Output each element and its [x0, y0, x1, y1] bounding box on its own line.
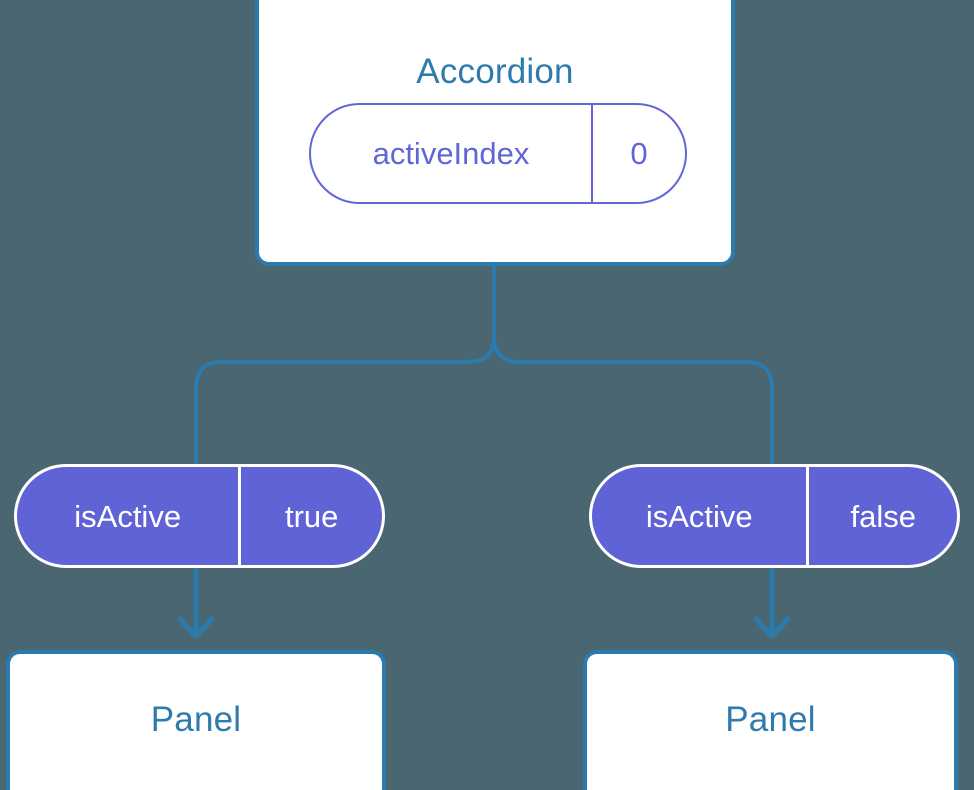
prop-badge-value: false	[806, 467, 957, 565]
prop-badge-value: true	[238, 467, 382, 565]
prop-badge-isactive-left[interactable]: isActive true	[14, 464, 385, 568]
prop-badge-key: isActive	[645, 498, 753, 534]
state-badge-value: 0	[590, 105, 685, 202]
panel-component-card-right[interactable]: Panel	[583, 650, 958, 790]
accordion-component-card[interactable]: Accordion activeIndex 0	[255, 0, 735, 266]
prop-badge-key: isActive	[74, 498, 182, 534]
panel-title: Panel	[150, 700, 242, 739]
prop-badge-isactive-right[interactable]: isActive false	[589, 464, 960, 568]
diagram-canvas: Accordion activeIndex 0 isActive true is…	[6, 0, 960, 790]
arrow-head-right-icon	[753, 616, 791, 639]
state-badge-activeindex[interactable]: activeIndex 0	[309, 103, 687, 204]
arrow-head-left-icon	[177, 616, 215, 639]
panel-title: Panel	[725, 700, 816, 739]
panel-component-card-left[interactable]: Panel	[6, 650, 386, 790]
accordion-title: Accordion	[416, 52, 574, 91]
tree-connector-path	[194, 264, 496, 468]
state-badge-key: activeIndex	[372, 136, 530, 171]
tree-connector-path-right	[492, 334, 774, 468]
